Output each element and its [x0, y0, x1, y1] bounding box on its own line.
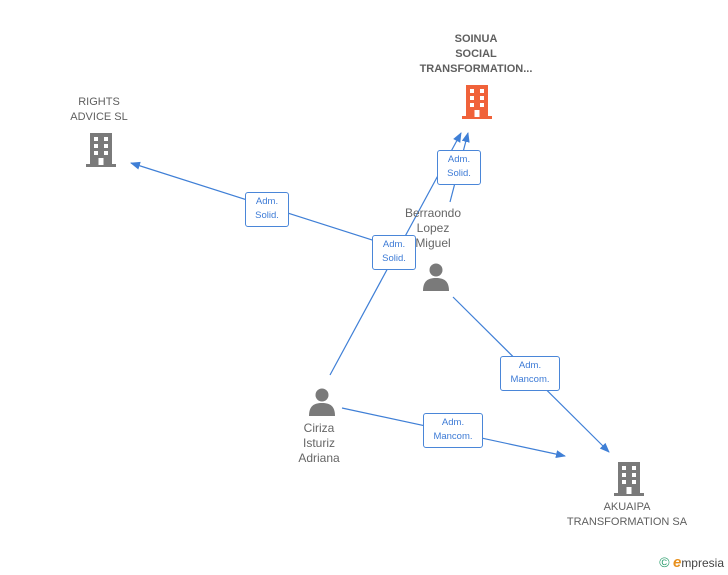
brand-name: mpresia: [681, 556, 724, 570]
node-label-rights-advice[interactable]: RIGHTS ADVICE SL: [70, 96, 128, 123]
empresia-logo: © empresia: [659, 554, 724, 571]
edge-label[interactable]: Adm. Solid.: [437, 150, 481, 185]
brand-initial: e: [672, 554, 682, 571]
node-label-soinua[interactable]: SOINUA SOCIAL TRANSFORMATION...: [419, 33, 533, 75]
edge-label[interactable]: Adm. Mancom.: [423, 413, 483, 448]
building-icon[interactable]: [460, 83, 494, 119]
node-label-akuaipa[interactable]: AKUAIPA TRANSFORMATION SA: [566, 501, 688, 528]
edge-label[interactable]: Adm. Solid.: [372, 235, 416, 270]
node-label-berraondo[interactable]: Berraondo Lopez Miguel: [404, 206, 462, 250]
person-icon[interactable]: [307, 387, 337, 417]
building-icon[interactable]: [612, 460, 646, 496]
building-icon[interactable]: [84, 131, 118, 167]
copyright-symbol: ©: [659, 554, 670, 570]
node-label-ciriza[interactable]: Ciriza Isturiz Adriana: [298, 421, 340, 465]
person-icon[interactable]: [421, 262, 451, 292]
edge-label[interactable]: Adm. Solid.: [245, 192, 289, 227]
edge-label[interactable]: Adm. Mancom.: [500, 356, 560, 391]
